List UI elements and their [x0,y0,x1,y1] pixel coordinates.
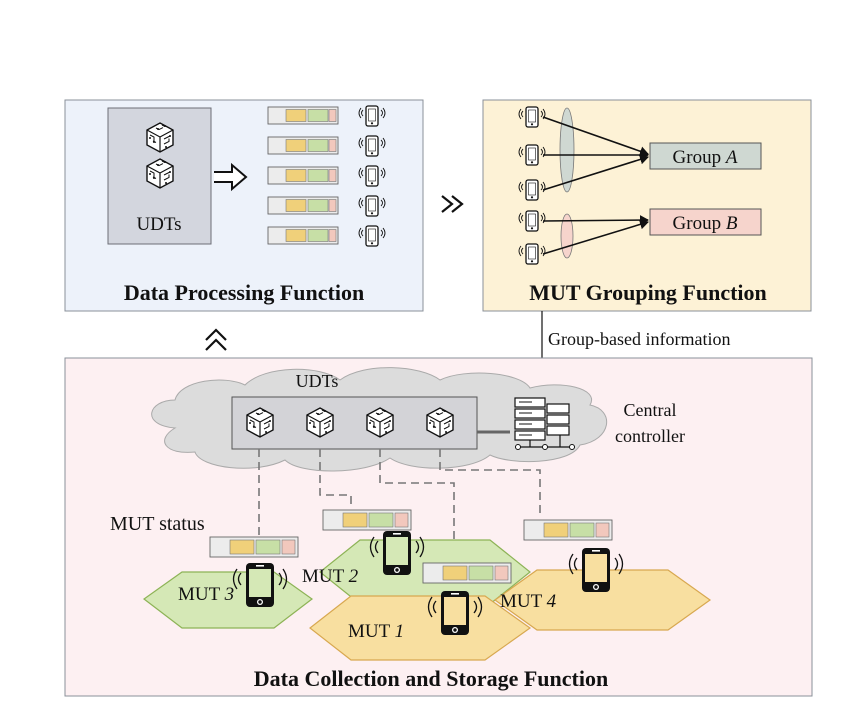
controller-label-line1: Central [624,400,677,420]
mut-3-status-record [209,536,299,558]
mut-2-label: MUT 2 [302,566,359,587]
data-processing-title: Data Processing Function [124,280,364,305]
status-record [267,136,339,155]
mut-3-label: MUT 3 [178,584,234,605]
hollow-arrow-icon [214,162,248,192]
group-a-box: Group A [649,142,762,170]
svg-text:Group A: Group A [673,147,738,168]
svg-text:Group B: Group B [673,213,738,234]
udts-label: UDTs [136,214,181,235]
udt-cube-icon [246,407,274,438]
status-record [267,166,339,185]
group-a-selection [559,107,575,193]
mut-2-status-record [322,509,412,531]
mut-status-label: MUT status [110,513,205,535]
double-chevron-right-icon [441,195,464,213]
mut-grouping-title: MUT Grouping Function [529,280,767,305]
cloud-udts-label: UDTs [296,371,339,391]
data-collection-title: Data Collection and Storage Function [254,666,608,691]
group-b-box: Group B [649,208,762,236]
mut-1-status-record [422,562,512,584]
group-info-label: Group-based information [548,329,730,349]
udt-cube-icon [306,407,334,438]
controller-label-line2: controller [615,426,685,446]
udt-cube-icon [366,407,394,438]
status-record [267,106,339,125]
mut-4-cell [493,569,712,631]
mut-4-label: MUT 4 [500,591,557,612]
mut-1-cell [309,595,532,661]
udt-cube-icon [146,122,174,153]
data-processing-panel: UDTs Data Processing Function [64,99,424,312]
udt-cube-icon [426,407,454,438]
server-icon [514,397,575,450]
status-record [267,226,339,245]
double-chevron-up-icon [205,328,227,351]
data-collection-panel: UDTs Central controller [64,357,813,697]
udt-cube-icon [146,158,174,189]
dashed-links [258,449,541,562]
mut-grouping-panel: Group A Group B MUT Grouping Function [482,99,812,312]
mut-1-label: MUT 1 [348,621,404,642]
mut-4-status-record [523,519,613,541]
status-record [267,196,339,215]
